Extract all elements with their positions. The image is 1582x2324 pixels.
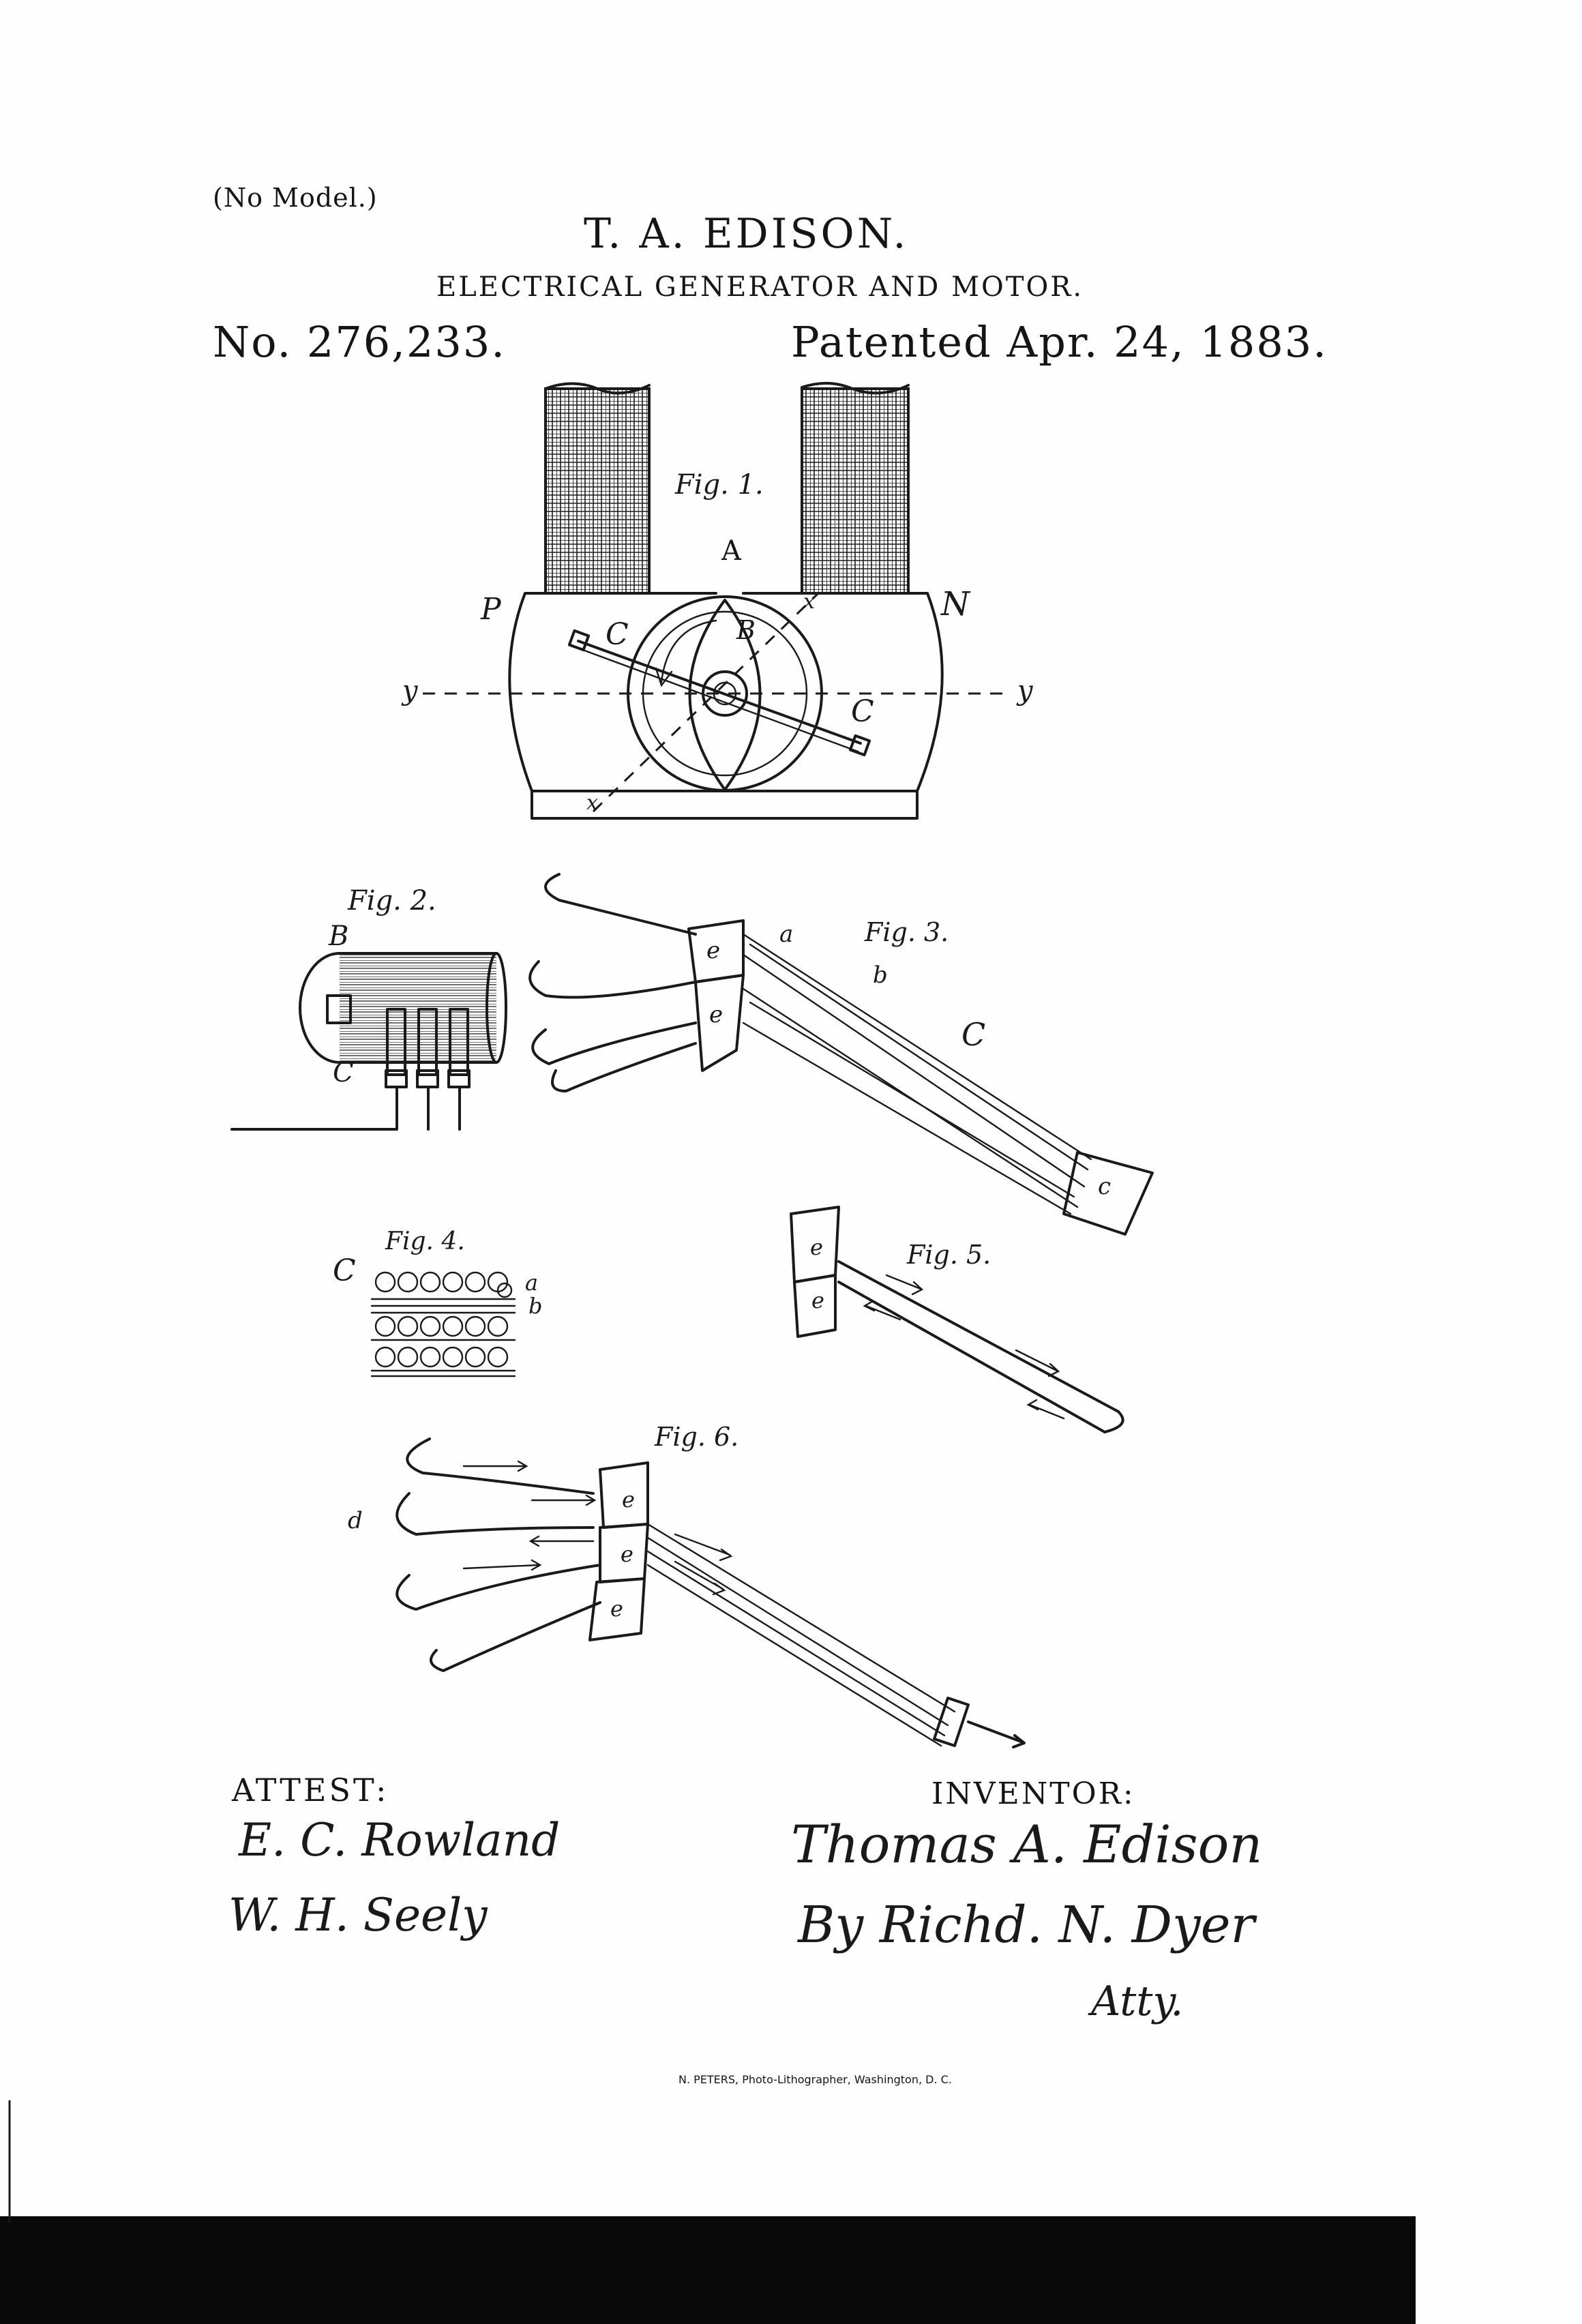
fig4-part-b: b (528, 1293, 542, 1319)
inventor-heading: INVENTOR: (931, 1776, 1135, 1811)
lithographer-credit: N. PETERS, Photo-Lithographer, Washingto… (678, 2073, 952, 2086)
witness-signature-2: W. H. Seely (228, 1889, 488, 1941)
fig1-part-y-right: y (1017, 675, 1033, 706)
fig6-part-d: d (348, 1507, 363, 1534)
fig3-part-e1: e (706, 937, 720, 964)
field-magnet-coil-right (802, 389, 908, 593)
attorney-abbrev: Atty. (1091, 1978, 1184, 2025)
fig5-label: Fig. 5. (907, 1240, 991, 1270)
fig6-part-e2: e (621, 1541, 633, 1567)
fig5-part-e1: e (810, 1234, 823, 1260)
figure-2 (232, 953, 506, 1129)
fig1-part-p: P (481, 592, 501, 627)
fig1-part-x-top: x (803, 590, 815, 614)
fig2-part-b: B (329, 921, 348, 952)
fig3-part-b: b (873, 962, 888, 989)
figure-3 (530, 874, 1152, 1234)
fig1-part-n: N (941, 585, 970, 623)
attest-heading: ATTEST: (232, 1772, 389, 1808)
figure-4 (372, 1272, 515, 1376)
fig6-label: Fig. 6. (655, 1422, 738, 1452)
attorney-by-line: By Richd. N. Dyer (798, 1896, 1255, 1954)
scan-edge-bar (0, 2216, 1416, 2324)
fig4-part-c: C (333, 1253, 356, 1288)
fig1-label: Fig. 1. (675, 469, 764, 501)
fig4-part-a: a (525, 1270, 538, 1296)
fig1-part-x-bottom: x (586, 791, 598, 815)
fig3-part-c: C (961, 1016, 985, 1053)
fig1-part-c2: C (851, 694, 874, 729)
fig3-part-c-end: c (1098, 1173, 1111, 1200)
figure-6 (397, 1439, 1024, 1747)
fig1-part-c1: C (606, 617, 629, 652)
witness-signature-1: E. C. Rowland (239, 1814, 560, 1866)
field-magnet-coil-left (546, 389, 649, 593)
fig2-label: Fig. 2. (348, 885, 436, 917)
fig1-part-b: B (736, 615, 756, 645)
fig1-part-y-left: y (402, 675, 418, 706)
pole-pieces (509, 593, 942, 791)
fig6-part-e1: e (622, 1487, 635, 1513)
fig2-part-c: C (333, 1057, 354, 1088)
figure-1 (423, 383, 1009, 818)
inventor-signature: Thomas A. Edison (791, 1814, 1262, 1875)
fig5-part-e2: e (811, 1287, 824, 1313)
fig6-part-e3: e (610, 1596, 623, 1622)
fig3-part-e2: e (709, 1001, 723, 1028)
fig3-label: Fig. 3. (865, 917, 949, 947)
fig1-part-a: A (721, 535, 741, 567)
fig3-part-a: a (779, 921, 793, 948)
fig4-label: Fig. 4. (385, 1227, 465, 1255)
